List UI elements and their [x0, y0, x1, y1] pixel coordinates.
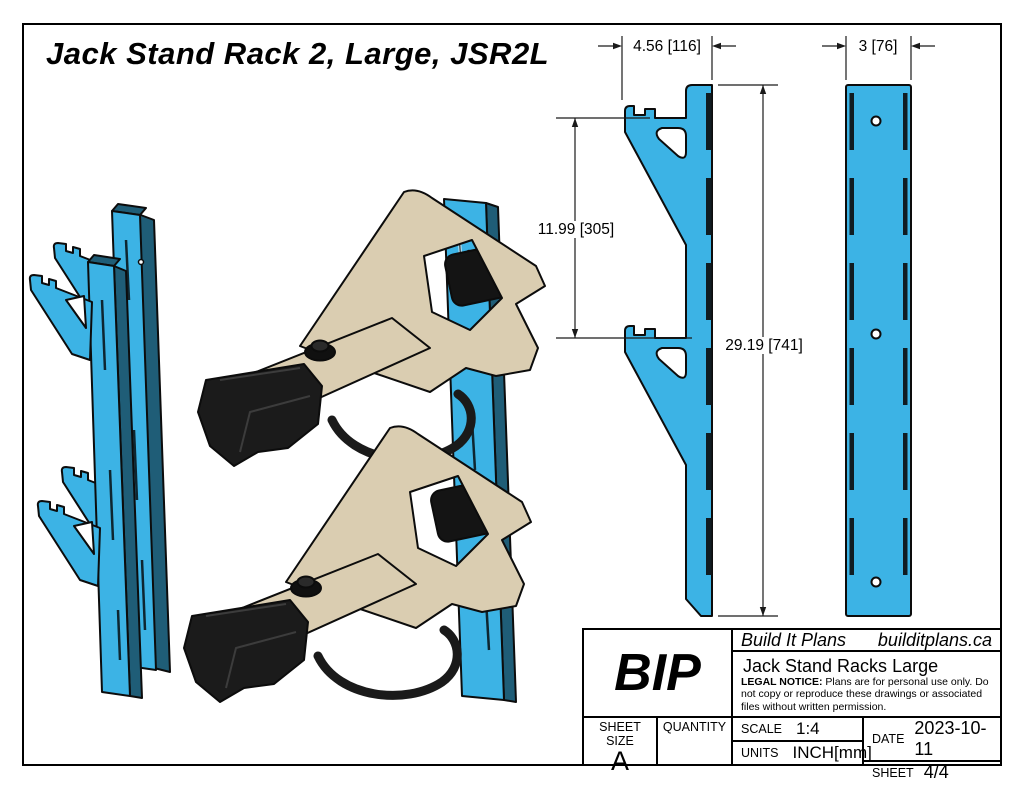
side-profile-view — [624, 84, 713, 617]
isometric-view-rack-rails — [28, 203, 171, 699]
sheet-size-label: SHEET SIZE — [599, 720, 641, 748]
title-block: BIP Build It Plans builditplans.ca Jack … — [582, 628, 1002, 782]
company-logo: BIP — [584, 630, 733, 716]
company-name: Build It Plans — [741, 629, 847, 650]
jack-stand-upper — [197, 189, 546, 467]
side-view-slots — [706, 93, 712, 575]
isometric-view-assembly — [183, 189, 546, 703]
dimension-depth-label: 3 [76] — [859, 38, 898, 55]
legal-notice-text: Plans are for personal use only. Do not … — [741, 675, 989, 713]
front-view-slots — [849, 93, 908, 575]
front-view — [845, 84, 912, 617]
quantity-cell: QUANTITY — [658, 718, 733, 764]
scale-units-column: SCALE 1:4 UNITS INCH[mm] — [733, 718, 872, 764]
dimension-overall-height-label: 29.19 [741] — [725, 337, 803, 354]
drawing-title: Jack Stand Racks Large — [743, 656, 939, 676]
sheet-size-value: A — [610, 746, 629, 776]
scale-label: SCALE — [741, 722, 782, 736]
sheet-title: Jack Stand Rack 2, Large, JSR2L — [46, 36, 550, 71]
legal-notice-label: LEGAL NOTICE: — [741, 675, 823, 688]
front-view-holes — [870, 115, 882, 588]
sheet-border — [22, 23, 1002, 766]
sheet-size-cell: SHEET SIZE A — [584, 718, 658, 775]
units-value: INCH[mm] — [792, 743, 872, 762]
scale-value: 1:4 — [796, 719, 820, 738]
legal-notice: LEGAL NOTICE: Plans are for personal use… — [741, 676, 996, 714]
date-sheet-column: DATE 2023-10-11 SHEET 4/4 — [864, 718, 1000, 782]
date-label: DATE — [872, 732, 905, 746]
units-label: UNITS — [741, 746, 779, 760]
dim-label-mask — [720, 337, 808, 354]
dimension-hook-spacing-label: 11.99 [305] — [538, 221, 614, 238]
company-website: builditplans.ca — [877, 629, 992, 650]
jack-stand-lower — [183, 425, 532, 703]
quantity-label: QUANTITY — [662, 720, 727, 734]
sheet-number-label: SHEET — [872, 765, 914, 780]
sheet-number-value: 4/4 — [923, 762, 949, 782]
dimension-top-width-label: 4.56 [116] — [633, 38, 701, 55]
dim-label-mask — [534, 221, 618, 238]
date-value: 2023-10-11 — [914, 718, 987, 759]
